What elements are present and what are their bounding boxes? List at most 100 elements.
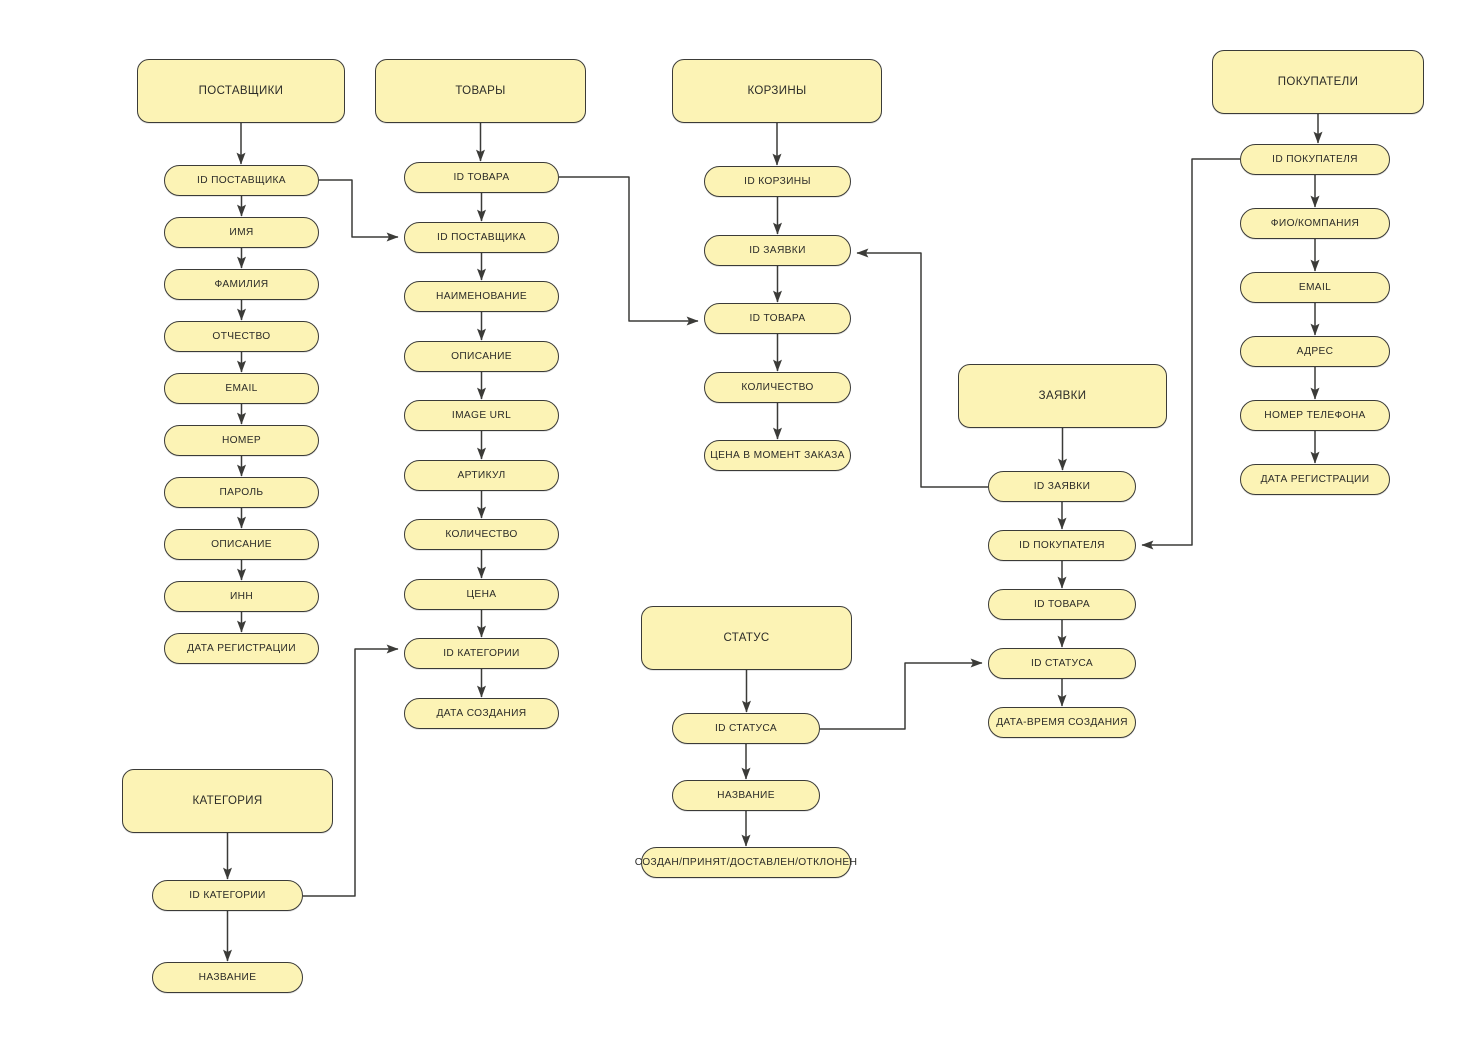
entity-header-carts[interactable]: КОРЗИНЫ [672, 59, 882, 123]
node-label: КОРЗИНЫ [747, 84, 807, 97]
node-label: КАТЕГОРИЯ [192, 794, 263, 807]
node-label: ПОСТАВЩИКИ [198, 84, 284, 97]
node-label: IMAGE URL [451, 409, 512, 421]
field-products-артикул[interactable]: АРТИКУЛ [404, 460, 559, 491]
field-customers-email[interactable]: EMAIL [1240, 272, 1390, 303]
node-label: НОМЕР ТЕЛЕФОНА [1264, 409, 1366, 421]
field-suppliers-инн[interactable]: ИНН [164, 581, 319, 612]
relation-connector [319, 179, 399, 242]
field-status-название[interactable]: НАЗВАНИЕ [672, 780, 820, 811]
node-label: НАЗВАНИЕ [198, 971, 257, 983]
relation-connector [559, 176, 699, 326]
node-label: АДРЕС [1296, 345, 1334, 357]
entity-header-products[interactable]: ТОВАРЫ [375, 59, 586, 123]
node-label: ДАТА РЕГИСТРАЦИИ [187, 642, 296, 654]
field-products-id-категории[interactable]: ID КАТЕГОРИИ [404, 638, 559, 669]
entity-header-suppliers[interactable]: ПОСТАВЩИКИ [137, 59, 345, 123]
entity-header-orders[interactable]: ЗАЯВКИ [958, 364, 1167, 428]
node-label: ID КАТЕГОРИИ [189, 889, 266, 901]
node-label: ID ПОКУПАТЕЛЯ [1272, 153, 1358, 165]
entity-header-customers[interactable]: ПОКУПАТЕЛИ [1212, 50, 1424, 114]
field-orders-id-статуса[interactable]: ID СТАТУСА [988, 648, 1136, 679]
node-label: ЗАЯВКИ [1038, 389, 1087, 402]
field-orders-id-покупателя[interactable]: ID ПОКУПАТЕЛЯ [988, 530, 1136, 561]
node-label: ОТЧЕСТВО [212, 330, 271, 342]
node-label: ID ПОСТАВЩИКА [197, 174, 286, 186]
field-status-id-статуса[interactable]: ID СТАТУСА [672, 713, 820, 744]
field-carts-id-товара[interactable]: ID ТОВАРА [704, 303, 851, 334]
field-products-цена[interactable]: ЦЕНА [404, 579, 559, 610]
relation-connector [820, 658, 983, 730]
node-label: НАЗВАНИЕ [717, 789, 775, 801]
node-label: ФИО/КОМПАНИЯ [1270, 217, 1360, 229]
field-carts-id-корзины[interactable]: ID КОРЗИНЫ [704, 166, 851, 197]
relation-connector [1141, 158, 1240, 550]
node-label: ПАРОЛЬ [219, 486, 264, 498]
field-suppliers-пароль[interactable]: ПАРОЛЬ [164, 477, 319, 508]
node-label: ПОКУПАТЕЛИ [1277, 75, 1359, 88]
entity-header-status[interactable]: СТАТУС [641, 606, 852, 670]
field-products-наименование[interactable]: НАИМЕНОВАНИЕ [404, 281, 559, 312]
field-products-дата-создания[interactable]: ДАТА СОЗДАНИЯ [404, 698, 559, 729]
field-suppliers-дата-регистрации[interactable]: ДАТА РЕГИСТРАЦИИ [164, 633, 319, 664]
node-label: ID ПОКУПАТЕЛЯ [1019, 539, 1105, 551]
node-label: НОМЕР [221, 434, 262, 446]
field-category-id-категории[interactable]: ID КАТЕГОРИИ [152, 880, 303, 911]
node-label: НАИМЕНОВАНИЕ [436, 290, 527, 302]
field-carts-количество[interactable]: КОЛИЧЕСТВО [704, 372, 851, 403]
field-products-описание[interactable]: ОПИСАНИЕ [404, 341, 559, 372]
node-label: ЦЕНА [466, 588, 497, 600]
field-products-id-поставщика[interactable]: ID ПОСТАВЩИКА [404, 222, 559, 253]
field-customers-дата-регистрации[interactable]: ДАТА РЕГИСТРАЦИИ [1240, 464, 1390, 495]
field-customers-номер-телефона[interactable]: НОМЕР ТЕЛЕФОНА [1240, 400, 1390, 431]
node-label: ID ЗАЯВКИ [1033, 480, 1091, 492]
field-suppliers-номер[interactable]: НОМЕР [164, 425, 319, 456]
node-label: ID СТАТУСА [714, 722, 778, 734]
node-label: СОЗДАН/ПРИНЯТ/ДОСТАВЛЕН/ОТКЛОНЕН [634, 856, 858, 868]
field-status-создан-принят-доставлен-отклонен[interactable]: СОЗДАН/ПРИНЯТ/ДОСТАВЛЕН/ОТКЛОНЕН [635, 847, 857, 878]
field-products-количество[interactable]: КОЛИЧЕСТВО [404, 519, 559, 550]
node-label: ФАМИЛИЯ [214, 278, 269, 290]
node-label: АРТИКУЛ [457, 469, 506, 481]
node-label: ID ЗАЯВКИ [749, 244, 806, 256]
node-label: ИНН [229, 590, 254, 602]
node-label: ОПИСАНИЕ [451, 350, 512, 362]
field-products-id-товара[interactable]: ID ТОВАРА [404, 162, 559, 193]
node-label: КОЛИЧЕСТВО [445, 528, 518, 540]
node-label: ЦЕНА В МОМЕНТ ЗАКАЗА [710, 449, 845, 461]
node-label: ID ПОСТАВЩИКА [437, 231, 526, 243]
field-suppliers-id-поставщика[interactable]: ID ПОСТАВЩИКА [164, 165, 319, 196]
node-label: ID ТОВАРА [1033, 598, 1091, 610]
node-label: ID СТАТУСА [1030, 657, 1094, 669]
node-label: EMAIL [225, 382, 258, 394]
node-label: ДАТА РЕГИСТРАЦИИ [1260, 473, 1370, 485]
node-label: ID КАТЕГОРИИ [443, 647, 520, 659]
node-label: КОЛИЧЕСТВО [741, 381, 814, 393]
node-label: ID ТОВАРА [453, 171, 510, 183]
field-suppliers-отчество[interactable]: ОТЧЕСТВО [164, 321, 319, 352]
node-label: ДАТА СОЗДАНИЯ [436, 707, 527, 719]
node-label: СТАТУС [723, 631, 770, 644]
field-suppliers-имя[interactable]: ИМЯ [164, 217, 319, 248]
entity-header-category[interactable]: КАТЕГОРИЯ [122, 769, 333, 833]
node-label: ИМЯ [229, 226, 254, 238]
field-carts-id-заявки[interactable]: ID ЗАЯВКИ [704, 235, 851, 266]
field-customers-id-покупателя[interactable]: ID ПОКУПАТЕЛЯ [1240, 144, 1390, 175]
field-orders-id-заявки[interactable]: ID ЗАЯВКИ [988, 471, 1136, 502]
field-customers-фио-компания[interactable]: ФИО/КОМПАНИЯ [1240, 208, 1390, 239]
field-suppliers-описание[interactable]: ОПИСАНИЕ [164, 529, 319, 560]
field-suppliers-фамилия[interactable]: ФАМИЛИЯ [164, 269, 319, 300]
node-label: ОПИСАНИЕ [211, 538, 272, 550]
node-label: ТОВАРЫ [455, 84, 506, 97]
field-orders-id-товара[interactable]: ID ТОВАРА [988, 589, 1136, 620]
field-customers-адрес[interactable]: АДРЕС [1240, 336, 1390, 367]
field-orders-дата-время-создания[interactable]: ДАТА-ВРЕМЯ СОЗДАНИЯ [988, 707, 1136, 738]
node-label: EMAIL [1298, 281, 1332, 293]
field-suppliers-email[interactable]: EMAIL [164, 373, 319, 404]
field-carts-цена-в-момент-заказа[interactable]: ЦЕНА В МОМЕНТ ЗАКАЗА [704, 440, 851, 471]
node-label: ДАТА-ВРЕМЯ СОЗДАНИЯ [996, 716, 1128, 728]
field-category-название[interactable]: НАЗВАНИЕ [152, 962, 303, 993]
node-label: ID ТОВАРА [749, 312, 806, 324]
field-products-image-url[interactable]: IMAGE URL [404, 400, 559, 431]
